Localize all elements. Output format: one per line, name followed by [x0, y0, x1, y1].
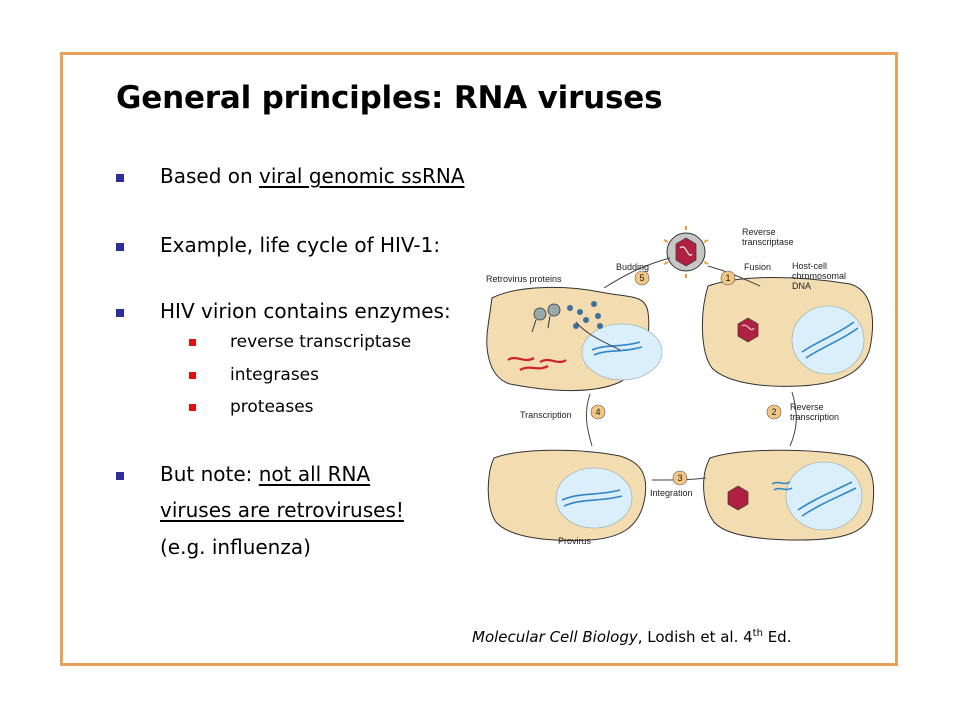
label-retrovirus-proteins: Retrovirus proteins	[486, 274, 562, 284]
bullet-note: But note: not all RNA	[115, 462, 371, 486]
rna-strands	[507, 356, 567, 371]
bullet-note-example: (e.g. influenza)	[160, 535, 311, 559]
step-markers	[590, 270, 782, 486]
step-1-label: 1	[725, 273, 730, 283]
bullet-note-prefix: But note:	[160, 462, 259, 486]
citation-superscript: th	[752, 628, 763, 639]
slide-title: General principles: RNA viruses	[116, 80, 663, 116]
nucleus-budding	[581, 323, 663, 381]
citation-authors: , Lodish et al. 4	[637, 628, 753, 646]
slide-frame	[60, 52, 898, 666]
bullet-genomic-underlined: viral genomic ssRNA	[259, 164, 465, 188]
dna-fusion	[801, 321, 859, 359]
retrovirus-proteins	[567, 301, 603, 329]
cycle-arrows	[575, 257, 797, 481]
citation: Molecular Cell Biology, Lodish et al. 4t…	[472, 628, 791, 646]
dna-provirus	[561, 489, 623, 507]
nucleus-fusion	[791, 305, 865, 375]
label-host-cell: Host-cell	[792, 261, 827, 271]
label-dna: DNA	[792, 281, 811, 291]
cdna-fragment	[771, 481, 793, 491]
hiv-life-cycle-figure: 1 2 3 4 5 Reverse transcriptase Budding …	[480, 222, 876, 550]
bullet-genomic: Based on viral genomic ssRNA	[116, 164, 465, 188]
label-fusion: Fusion	[744, 262, 771, 272]
label-reverse: Reverse	[790, 402, 824, 412]
sub-bullet-integrases: integrases	[189, 365, 319, 385]
bullet-enzymes: HIV virion contains enzymes:	[116, 299, 451, 323]
label-reverse-transcription: transcription	[790, 412, 839, 422]
budding-virions	[531, 303, 561, 333]
step-2-label: 2	[771, 407, 776, 417]
sub-bullet-reverse-transcriptase: reverse transcriptase	[188, 332, 412, 352]
step-5-label: 5	[639, 273, 644, 283]
label-provirus: Provirus	[558, 536, 592, 546]
citation-edition: Ed.	[762, 628, 792, 646]
label-integration: Integration	[650, 488, 693, 498]
label-transcription: Transcription	[520, 410, 572, 420]
bullet-genomic-prefix: Based on	[160, 164, 260, 188]
sub-bullet-proteases: proteases	[189, 397, 314, 417]
step-4-label: 4	[595, 407, 600, 417]
bullet-note-underlined-1: not all RNA	[258, 462, 371, 486]
step-3-label: 3	[677, 473, 682, 483]
label-chromosomal: chromosomal	[792, 271, 846, 281]
bullet-note-underlined-2: viruses are retroviruses!	[160, 498, 404, 522]
dna-integration	[797, 481, 857, 517]
dna-budding	[591, 341, 643, 356]
label-budding: Budding	[616, 262, 649, 272]
virion-core-fusion	[737, 317, 759, 343]
citation-book-title: Molecular Cell Biology	[472, 628, 638, 646]
label-reverse-transcriptase-1: Reverse	[742, 227, 776, 237]
virion-core-integration	[727, 485, 749, 511]
label-reverse-transcriptase-2: transcriptase	[742, 237, 794, 247]
hiv-virion	[663, 226, 709, 278]
bullet-example: Example, life cycle of HIV-1:	[115, 233, 441, 257]
nucleus-provirus	[555, 467, 633, 529]
